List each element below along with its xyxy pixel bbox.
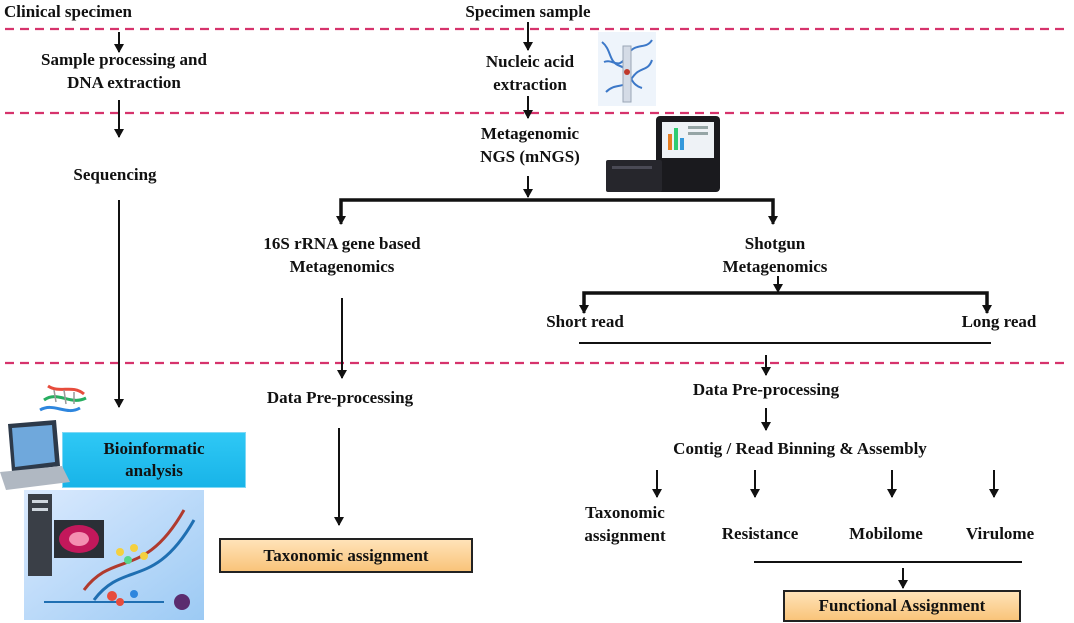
bioinformatic-analysis-box: Bioinformatic analysis — [62, 432, 246, 488]
sample-processing-line2: DNA extraction — [67, 73, 181, 92]
shotgun-taxonomic-label: Taxonomic assignment — [565, 501, 685, 547]
taxonomic-assignment-box: Taxonomic assignment — [219, 538, 473, 573]
short-read-label: Short read — [546, 312, 624, 331]
sample-processing-line1: Sample processing and — [41, 50, 207, 69]
bioinformatic-line2: analysis — [125, 461, 183, 480]
taxonomic-assignment-label: Taxonomic assignment — [263, 545, 429, 565]
read-bracket — [582, 291, 989, 310]
specimen-sample-label: Specimen sample — [465, 2, 591, 21]
nucleic-acid-extraction-label: Nucleic acid extraction — [455, 50, 605, 96]
shotgun-metagenomics-label: Shotgun Metagenomics — [700, 232, 850, 278]
mobilome-label: Mobilome — [849, 524, 923, 543]
resistance-label: Resistance — [721, 524, 799, 543]
shotgun-line1: Shotgun — [744, 234, 806, 253]
mngs-label: Metagenomic NGS (mNGS) — [455, 122, 605, 168]
extraction-line2: extraction — [493, 75, 567, 94]
16s-line2: Metagenomics — [289, 257, 395, 276]
mngs-line2: NGS (mNGS) — [480, 147, 580, 166]
shotgun-taxonomic-line2: assignment — [584, 526, 666, 545]
clinical-specimen-label: Clinical specimen — [4, 2, 132, 21]
shotgun-taxonomic-line1: Taxonomic — [585, 503, 665, 522]
dna-tube-image — [598, 32, 656, 106]
virulome-label: Virulome — [965, 524, 1035, 543]
sample-processing-label: Sample processing and DNA extraction — [14, 48, 234, 94]
shotgun-preprocessing-label: Data Pre-processing — [692, 380, 840, 399]
bioinformatics-montage-image — [24, 490, 204, 620]
16s-line1: 16S rRNA gene based — [263, 234, 421, 253]
functional-assignment-box: Functional Assignment — [783, 590, 1021, 622]
extraction-line1: Nucleic acid — [485, 52, 575, 71]
section-dividers — [5, 27, 1068, 365]
16s-preprocessing-label: Data Pre-processing — [266, 388, 414, 407]
bioinformatic-line1: Bioinformatic — [103, 439, 205, 458]
assembly-label: Contig / Read Binning & Assembly — [673, 439, 927, 458]
shotgun-line2: Metagenomics — [722, 257, 828, 276]
16s-metagenomics-label: 16S rRNA gene based Metagenomics — [222, 232, 462, 278]
laptop-dna-image — [0, 384, 87, 490]
mngs-line1: Metagenomic — [480, 124, 580, 143]
sequencing-label: Sequencing — [73, 165, 157, 184]
sequencer-image — [606, 116, 720, 192]
branch-bracket — [339, 198, 775, 220]
functional-assignment-label: Functional Assignment — [818, 596, 986, 615]
long-read-label: Long read — [961, 312, 1037, 331]
